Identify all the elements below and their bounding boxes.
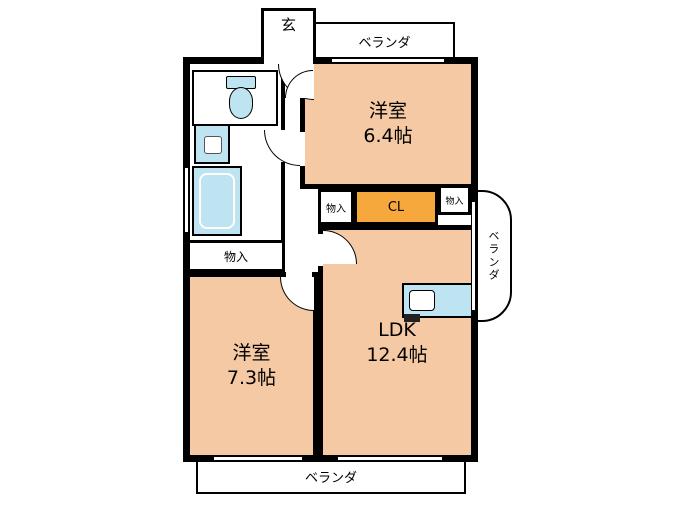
veranda-right-label: ベランダ	[487, 230, 500, 282]
storage-left: 物入	[190, 240, 285, 272]
veranda-bottom: ベランダ	[196, 458, 466, 494]
window-bottom-ldk	[338, 456, 442, 461]
storage-left-label: 物入	[223, 249, 248, 264]
veranda-bottom-label: ベランダ	[304, 470, 357, 486]
bathtub-icon	[192, 166, 242, 236]
storage-middle: 物入	[318, 189, 354, 225]
window-left-bath	[184, 168, 189, 232]
room-bedroom1: 洋室 6.4帖	[300, 64, 471, 189]
washbasin-bowl-icon	[204, 136, 222, 154]
storage-right: 物入	[438, 185, 471, 215]
kitchen-sink-icon	[409, 290, 435, 311]
window-top	[332, 58, 444, 63]
building-outline: 洋室 6.4帖 物入 CL 物入 LDK 12.4帖 洋室 7.3帖	[183, 57, 478, 462]
stove-icon	[404, 314, 420, 322]
bathroom-area	[190, 64, 285, 240]
kitchen-counter	[402, 283, 471, 322]
door-opening-ldk	[318, 234, 323, 266]
veranda-right: ベランダ	[474, 190, 512, 322]
room-bedroom2-name: 洋室	[232, 342, 271, 365]
toilet-icon	[229, 87, 253, 119]
door-opening-bedroom2	[286, 272, 312, 277]
room-ldk-size: 12.4帖	[366, 343, 428, 366]
door-opening-bedroom1	[300, 132, 305, 166]
entrance-area: 玄	[261, 8, 316, 64]
window-bottom-bedroom2	[214, 456, 302, 461]
room-bedroom1-name: 洋室	[368, 100, 407, 123]
veranda-top-label: ベランダ	[358, 35, 411, 51]
window-right	[471, 202, 476, 310]
storage-right-label: 物入	[445, 196, 464, 207]
washbasin-icon	[194, 124, 230, 164]
storage-middle-label: 物入	[326, 203, 346, 215]
bathtub-inner-icon	[199, 173, 235, 229]
entrance-label: 玄	[280, 16, 296, 34]
veranda-top: ベランダ	[314, 22, 455, 60]
closet-cl-label: CL	[387, 199, 405, 215]
room-bedroom2-size: 7.3帖	[226, 367, 277, 389]
room-ldk-name: LDK	[378, 318, 416, 341]
room-bedroom1-size: 6.4帖	[363, 125, 413, 147]
closet-cl: CL	[354, 189, 438, 225]
toilet-room	[192, 70, 278, 126]
